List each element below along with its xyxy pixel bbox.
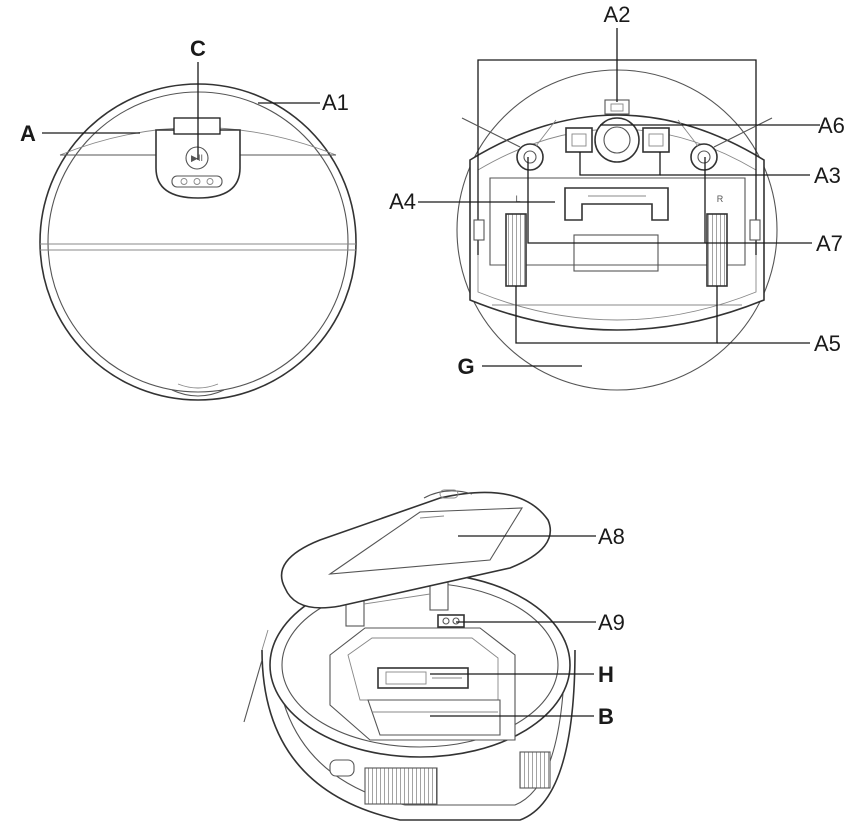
label-b: B: [598, 704, 614, 729]
label-a5: A5: [814, 331, 841, 356]
label-a2: A2: [604, 2, 631, 27]
label-a3: A3: [814, 163, 841, 188]
power-button-glyph: ▶II: [191, 153, 203, 163]
label-a9: A9: [598, 610, 625, 635]
wheel-mark-left: L: [515, 194, 520, 204]
label-a6: A6: [818, 113, 845, 138]
label-c: C: [190, 36, 206, 61]
label-a7: A7: [816, 231, 843, 256]
label-a4: A4: [389, 189, 416, 214]
open-lid-view: A8 A9 H B: [243, 489, 625, 821]
label-g: G: [457, 354, 474, 379]
label-h: H: [598, 662, 614, 687]
top-view: ▶II C A A1: [20, 36, 357, 401]
label-a: A: [20, 121, 36, 146]
wheel-mark-right: R: [717, 194, 724, 204]
bottom-view: L R A2 A6 A3 A4 A7 A5 G: [389, 2, 845, 391]
label-a8: A8: [598, 524, 625, 549]
label-a1: A1: [322, 90, 349, 115]
